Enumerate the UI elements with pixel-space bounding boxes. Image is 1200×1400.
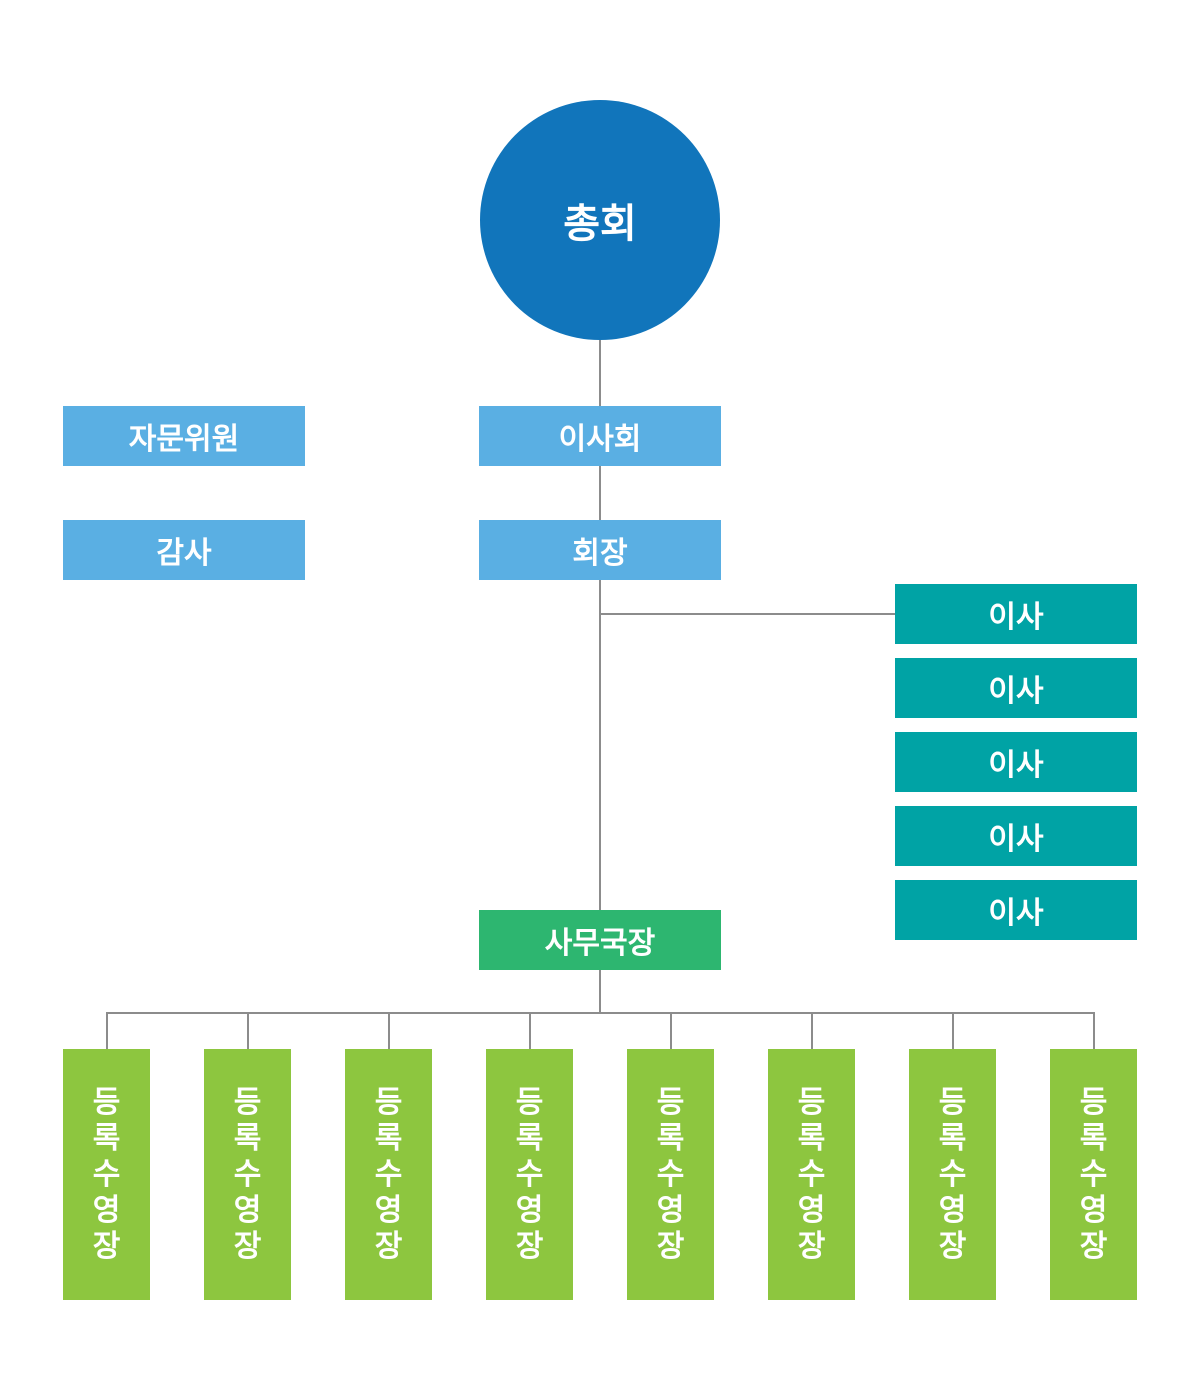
connector-drop [1093, 1012, 1095, 1049]
registered-pool-char: 등 [233, 1084, 262, 1120]
registered-pool-char: 록 [233, 1120, 262, 1156]
connector-chair-secretary [599, 580, 601, 910]
connector-drop [811, 1012, 813, 1049]
connector-drop [388, 1012, 390, 1049]
registered-pool-char: 장 [938, 1228, 967, 1264]
registered-pool-char: 록 [515, 1120, 544, 1156]
registered-pool-char: 등 [92, 1084, 121, 1120]
registered-pool-char: 등 [656, 1084, 685, 1120]
director-label: 이사 [988, 600, 1044, 635]
director-box: 이사 [895, 584, 1137, 644]
connector-chair-directors [600, 613, 895, 615]
director-label: 이사 [988, 896, 1044, 931]
registered-pool-char: 등 [374, 1084, 403, 1120]
registered-pool-char: 수 [797, 1156, 826, 1192]
registered-pool-char: 영 [797, 1192, 826, 1228]
registered-pool-char: 수 [1079, 1156, 1108, 1192]
registered-pool-char: 수 [656, 1156, 685, 1192]
advisory-committee-label: 자문위원 [128, 422, 240, 457]
general-assembly-node: 총회 [480, 100, 720, 340]
registered-pool-char: 장 [92, 1228, 121, 1264]
registered-pool-char: 등 [938, 1084, 967, 1120]
registered-pool-char: 장 [233, 1228, 262, 1264]
auditor-box: 감사 [63, 520, 305, 580]
registered-pool-char: 영 [1079, 1192, 1108, 1228]
advisory-committee-box: 자문위원 [63, 406, 305, 466]
connector-drop [247, 1012, 249, 1049]
registered-pool-char: 등 [797, 1084, 826, 1120]
director-box: 이사 [895, 880, 1137, 940]
connector-board-chair [599, 466, 601, 520]
registered-pool-char: 장 [515, 1228, 544, 1264]
connector-circle-board [599, 340, 601, 406]
registered-pool-char: 등 [515, 1084, 544, 1120]
general-assembly-label: 총회 [563, 201, 637, 247]
registered-pool-char: 영 [374, 1192, 403, 1228]
secretary-general-label: 사무국장 [544, 926, 656, 961]
board-of-directors-label: 이사회 [558, 422, 642, 457]
secretary-general-box: 사무국장 [479, 910, 721, 970]
registered-pool-char: 록 [938, 1120, 967, 1156]
director-box: 이사 [895, 806, 1137, 866]
connector-drop [670, 1012, 672, 1049]
registered-pool-char: 록 [656, 1120, 685, 1156]
connector-bottom-horizontal [106, 1012, 1095, 1014]
connector-drop [106, 1012, 108, 1049]
registered-pool-char: 수 [374, 1156, 403, 1192]
connector-secretary-branch [599, 970, 601, 1013]
connector-drop [529, 1012, 531, 1049]
registered-pool-char: 영 [515, 1192, 544, 1228]
registered-pool-char: 장 [374, 1228, 403, 1264]
chairman-box: 회장 [479, 520, 721, 580]
registered-pool-char: 등 [1079, 1084, 1108, 1120]
registered-pool-char: 록 [1079, 1120, 1108, 1156]
registered-pool-char: 장 [797, 1228, 826, 1264]
registered-pool-char: 영 [92, 1192, 121, 1228]
registered-pool-char: 영 [233, 1192, 262, 1228]
registered-pool-char: 장 [656, 1228, 685, 1264]
registered-pool-char: 수 [92, 1156, 121, 1192]
registered-pool-char: 수 [938, 1156, 967, 1192]
director-box: 이사 [895, 732, 1137, 792]
registered-pool-char: 록 [92, 1120, 121, 1156]
connector-drop [952, 1012, 954, 1049]
director-box: 이사 [895, 658, 1137, 718]
director-label: 이사 [988, 674, 1044, 709]
director-label: 이사 [988, 822, 1044, 857]
registered-pool-char: 장 [1079, 1228, 1108, 1264]
chairman-label: 회장 [572, 536, 628, 571]
registered-pool-char: 록 [374, 1120, 403, 1156]
board-of-directors-box: 이사회 [479, 406, 721, 466]
registered-pool-char: 수 [233, 1156, 262, 1192]
director-label: 이사 [988, 748, 1044, 783]
registered-pool-char: 록 [797, 1120, 826, 1156]
registered-pool-char: 수 [515, 1156, 544, 1192]
registered-pool-char: 영 [656, 1192, 685, 1228]
auditor-label: 감사 [156, 536, 212, 571]
registered-pool-char: 영 [938, 1192, 967, 1228]
